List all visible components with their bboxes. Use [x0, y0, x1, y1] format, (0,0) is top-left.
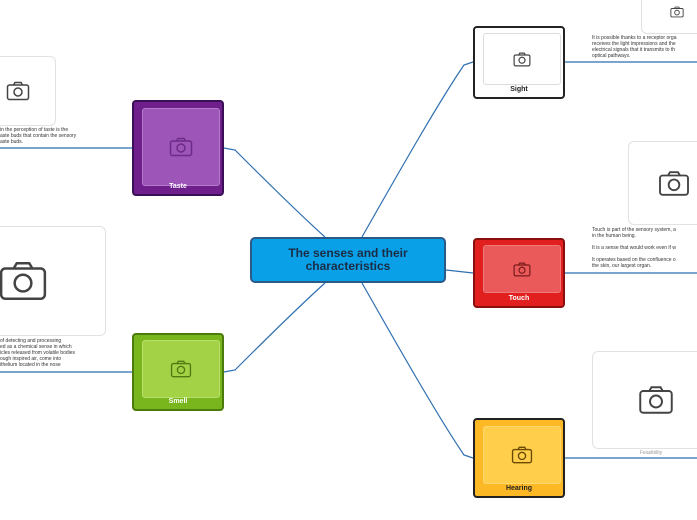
node-hearing[interactable]: Hearing [473, 418, 565, 498]
touch-image [483, 245, 561, 293]
hearing-caption: Feasibility [640, 450, 663, 456]
taste-image [142, 108, 220, 186]
camera-icon [638, 386, 673, 414]
camera-icon [670, 6, 684, 18]
connector-sight [361, 61, 474, 238]
sight-image [483, 33, 561, 85]
hearing-extra-image [592, 351, 697, 449]
sight-extra-image [641, 0, 697, 34]
smell-extra-image [0, 226, 106, 336]
camera-icon [0, 262, 47, 300]
central-topic[interactable]: The senses and their characteristics [250, 237, 446, 283]
camera-icon [511, 446, 533, 464]
connector-hearing [361, 282, 474, 459]
taste-label: Taste [169, 183, 187, 190]
camera-icon [6, 81, 30, 101]
camera-icon [659, 170, 689, 196]
sight-label: Sight [510, 86, 528, 93]
camera-icon [513, 262, 531, 276]
smell-image [142, 340, 220, 398]
sight-description: It is possible thanks to a receptor orga… [592, 35, 677, 59]
hearing-image [483, 426, 561, 484]
connector-taste [223, 147, 326, 238]
taste-extra-image [0, 56, 56, 126]
connector-smell [223, 282, 326, 373]
node-sight[interactable]: Sight [473, 26, 565, 99]
touch-description: Touch is part of the sensory system, a i… [592, 227, 676, 269]
central-topic-title: The senses and their characteristics [288, 246, 408, 273]
touch-label: Touch [508, 295, 530, 302]
camera-icon [169, 137, 193, 157]
smell-description: of detecting and processing ed as a chem… [0, 338, 76, 368]
camera-icon [513, 52, 531, 66]
node-taste[interactable]: Taste [132, 100, 224, 196]
smell-label: Smell [168, 398, 188, 405]
node-smell[interactable]: Smell [132, 333, 224, 411]
node-touch[interactable]: Touch [473, 238, 565, 308]
touch-extra-image [628, 141, 697, 225]
camera-icon [170, 360, 192, 378]
taste-description: in the perception of taste is the aste b… [0, 127, 77, 145]
hearing-label: Hearing [505, 485, 533, 492]
connector-touch [445, 269, 474, 274]
